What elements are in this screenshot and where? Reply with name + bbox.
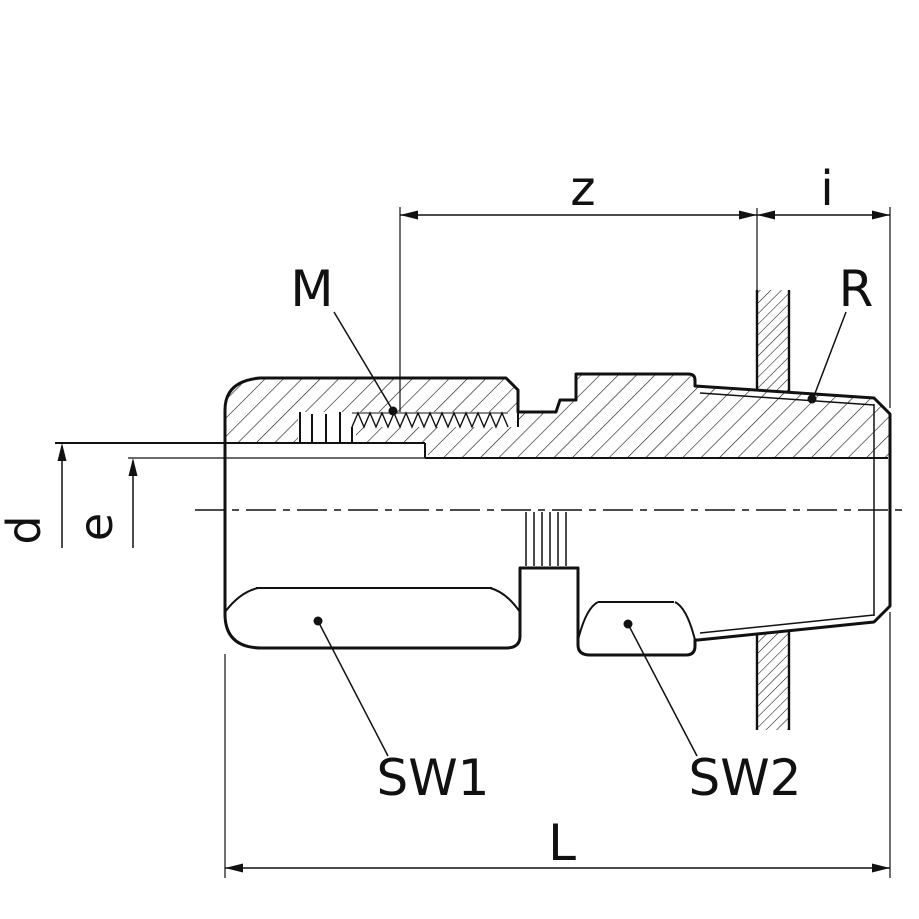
taper-root-bottom: [699, 614, 875, 634]
wall-hatch-bottom: [757, 626, 789, 730]
l-arrow-left: [225, 863, 243, 873]
label-taper-r: R: [839, 260, 874, 318]
i-arrow-right: [872, 210, 890, 220]
hatch-body-taper: [518, 374, 890, 458]
callout-sw1: SW1: [313, 616, 490, 807]
e-arrowhead: [128, 458, 138, 476]
label-e: e: [69, 513, 123, 541]
i-arrow-left: [757, 210, 775, 220]
label-sw1: SW1: [377, 749, 490, 807]
hatch-nut-band: [225, 378, 518, 412]
callout-sw2: SW2: [623, 619, 802, 807]
label-z: z: [570, 161, 595, 217]
fitting-outline: [223, 372, 892, 657]
section-hatching: [225, 374, 890, 458]
dimension-z: z: [399, 161, 758, 412]
label-l: L: [548, 814, 576, 872]
sw2-leader-line: [627, 623, 698, 757]
label-d: d: [0, 515, 51, 544]
m-leader-line: [333, 311, 393, 410]
m-leader-dot: [388, 406, 398, 416]
dimension-l: L: [224, 612, 891, 878]
sw1-leader-line: [317, 620, 389, 757]
label-sw2: SW2: [689, 749, 802, 807]
d-arrowhead: [57, 443, 67, 461]
r-leader-line: [813, 311, 847, 397]
hex2-chamfer-arc-right: [674, 601, 696, 641]
dimension-d: d: [0, 443, 67, 548]
callout-thread-m: M: [290, 260, 398, 416]
z-arrow-right: [739, 210, 757, 220]
nut-chamfer-arc-right: [489, 587, 521, 613]
label-thread-m: M: [290, 260, 333, 318]
mounting-wall: [755, 290, 791, 730]
dimension-e: e: [69, 458, 138, 548]
hatch-nut-cheek: [225, 412, 298, 443]
callout-taper-thread-r: R: [807, 260, 874, 404]
taper-root-top: [699, 392, 875, 406]
hatch-body-inside-nut: [356, 427, 518, 458]
l-arrow-right: [872, 863, 890, 873]
nut-chamfer-arc-left: [224, 587, 259, 613]
r-leader-dot: [807, 394, 817, 404]
wall-hatch-top: [757, 290, 789, 393]
z-arrow-left: [400, 210, 418, 220]
label-i: i: [820, 161, 833, 217]
dimension-i: i: [757, 161, 891, 408]
